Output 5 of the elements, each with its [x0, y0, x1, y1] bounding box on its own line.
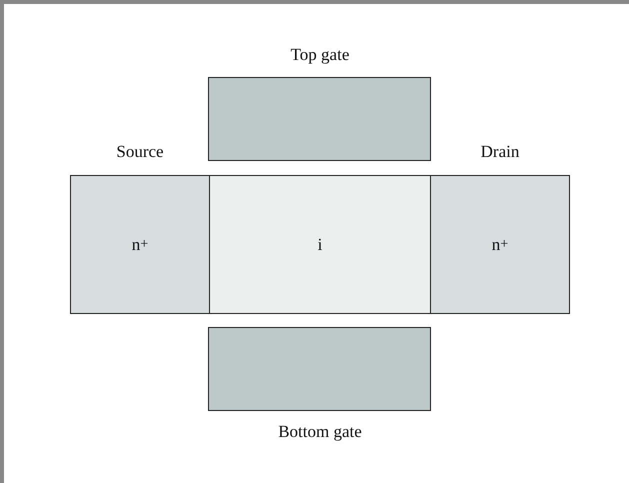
terminal-label: Source	[115, 142, 165, 162]
terminal-label: Bottom gate	[277, 422, 363, 442]
channel-region: i	[209, 175, 431, 314]
terminal-label: Drain	[480, 142, 520, 162]
terminal-label: Top gate	[290, 45, 350, 65]
